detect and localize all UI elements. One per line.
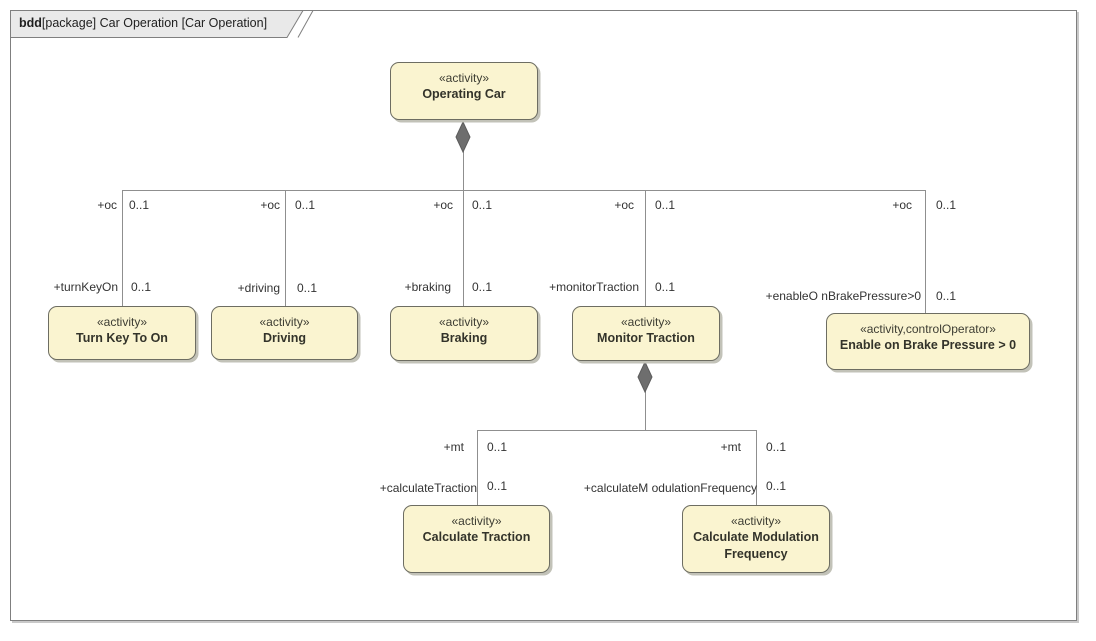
node-turn-key-to-on[interactable]: «activity» Turn Key To On [48, 306, 196, 360]
edge-operating-car-trunk[interactable] [463, 122, 464, 190]
node-title: Calculate Modulation Frequency [693, 530, 819, 561]
composition-diamond-monitor-traction [637, 361, 653, 393]
node-title: Enable on Brake Pressure > 0 [839, 338, 1017, 352]
frame-title: bdd[package] Car Operation [Car Operatio… [19, 16, 267, 30]
edge-sub-rake[interactable] [477, 430, 756, 431]
edge-role-label: +oc [614, 198, 634, 212]
edge-role-label: +enableO nBrakePressure>0 [765, 289, 921, 303]
node-title: Operating Car [422, 87, 506, 101]
node-stereotype: «activity,controlOperator» [860, 322, 996, 336]
node-title: Driving [262, 331, 307, 345]
node-calculate-modulation-frequency[interactable]: «activity» Calculate Modulation Frequenc… [682, 505, 830, 573]
edge-role-label: +calculateM odulationFrequency [583, 481, 757, 495]
edge-role-label: +braking [404, 280, 451, 294]
edge-role-label: +mt [720, 440, 741, 454]
frame-label-tab [10, 10, 314, 38]
edge-role-label: +oc [433, 198, 453, 212]
edge-multiplicity-label: 0..1 [766, 479, 787, 493]
node-title: Monitor Traction [597, 331, 695, 345]
edge-role-label: +oc [97, 198, 117, 212]
node-title: Braking [440, 331, 488, 345]
edge-role-label: +mt [443, 440, 464, 454]
edge-role-label: +driving [237, 281, 280, 295]
node-enable-on-brake-pressure[interactable]: «activity,controlOperator» Enable on Bra… [826, 313, 1030, 370]
edge-role-label: +monitorTraction [549, 280, 639, 294]
node-stereotype: «activity» [438, 71, 490, 85]
node-operating-car[interactable]: «activity» Operating Car [390, 62, 538, 120]
node-stereotype: «activity» [438, 315, 490, 329]
edge-role-label: +turnKeyOn [53, 280, 118, 294]
edge-drop-calculatetraction[interactable] [477, 430, 478, 505]
edge-drop-driving[interactable] [285, 190, 286, 306]
edge-monitor-trunk[interactable] [645, 361, 646, 430]
edge-drop-enable[interactable] [925, 190, 926, 313]
edge-multiplicity-label: 0..1 [131, 280, 152, 294]
edge-multiplicity-label: 0..1 [472, 198, 493, 212]
edge-multiplicity-label: 0..1 [487, 440, 508, 454]
edge-drop-braking[interactable] [463, 190, 464, 306]
edge-main-rake[interactable] [122, 190, 926, 191]
node-calculate-traction[interactable]: «activity» Calculate Traction [403, 505, 550, 573]
edge-multiplicity-label: 0..1 [295, 198, 316, 212]
frame-title-text: [package] Car Operation [Car Operation] [41, 16, 268, 30]
edge-role-label: +oc [892, 198, 912, 212]
frame-keyword: bdd [19, 16, 42, 30]
edge-drop-calculatemodulation[interactable] [756, 430, 757, 505]
edge-multiplicity-label: 0..1 [936, 198, 957, 212]
node-title: Calculate Traction [422, 530, 531, 544]
edge-multiplicity-label: 0..1 [472, 280, 493, 294]
node-stereotype: «activity» [259, 315, 310, 329]
edge-drop-turnkeyon[interactable] [122, 190, 123, 306]
edge-role-label: +oc [260, 198, 280, 212]
edge-multiplicity-label: 0..1 [766, 440, 787, 454]
edge-drop-monitortraction[interactable] [645, 190, 646, 306]
node-monitor-traction[interactable]: «activity» Monitor Traction [572, 306, 720, 361]
edge-multiplicity-label: 0..1 [936, 289, 957, 303]
node-braking[interactable]: «activity» Braking [390, 306, 538, 361]
node-stereotype: «activity» [96, 315, 148, 329]
edge-multiplicity-label: 0..1 [487, 479, 508, 493]
node-title: Turn Key To On [76, 331, 168, 345]
edge-multiplicity-label: 0..1 [655, 280, 676, 294]
edge-role-label: +calculateTraction [379, 481, 477, 495]
node-stereotype: «activity» [451, 514, 502, 528]
node-stereotype: «activity» [730, 514, 782, 528]
node-driving[interactable]: «activity» Driving [211, 306, 358, 360]
composition-diamond-operating-car [455, 121, 471, 153]
edge-multiplicity-label: 0..1 [129, 198, 150, 212]
edge-multiplicity-label: 0..1 [297, 281, 318, 295]
edge-multiplicity-label: 0..1 [655, 198, 676, 212]
node-stereotype: «activity» [620, 315, 672, 329]
